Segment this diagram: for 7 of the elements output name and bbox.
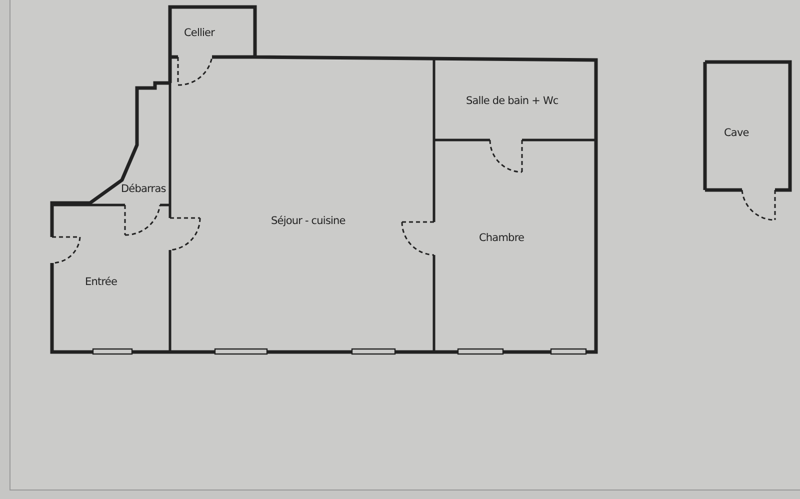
room-label: Entrée	[85, 276, 118, 288]
room-label: Salle de bain + Wc	[466, 95, 558, 107]
room-label: Séjour - cuisine	[271, 215, 346, 227]
room-label: Chambre	[479, 232, 524, 244]
room-label: Cave	[724, 127, 749, 139]
room-label: Débarras	[121, 183, 166, 195]
room-label: Cellier	[184, 27, 215, 39]
